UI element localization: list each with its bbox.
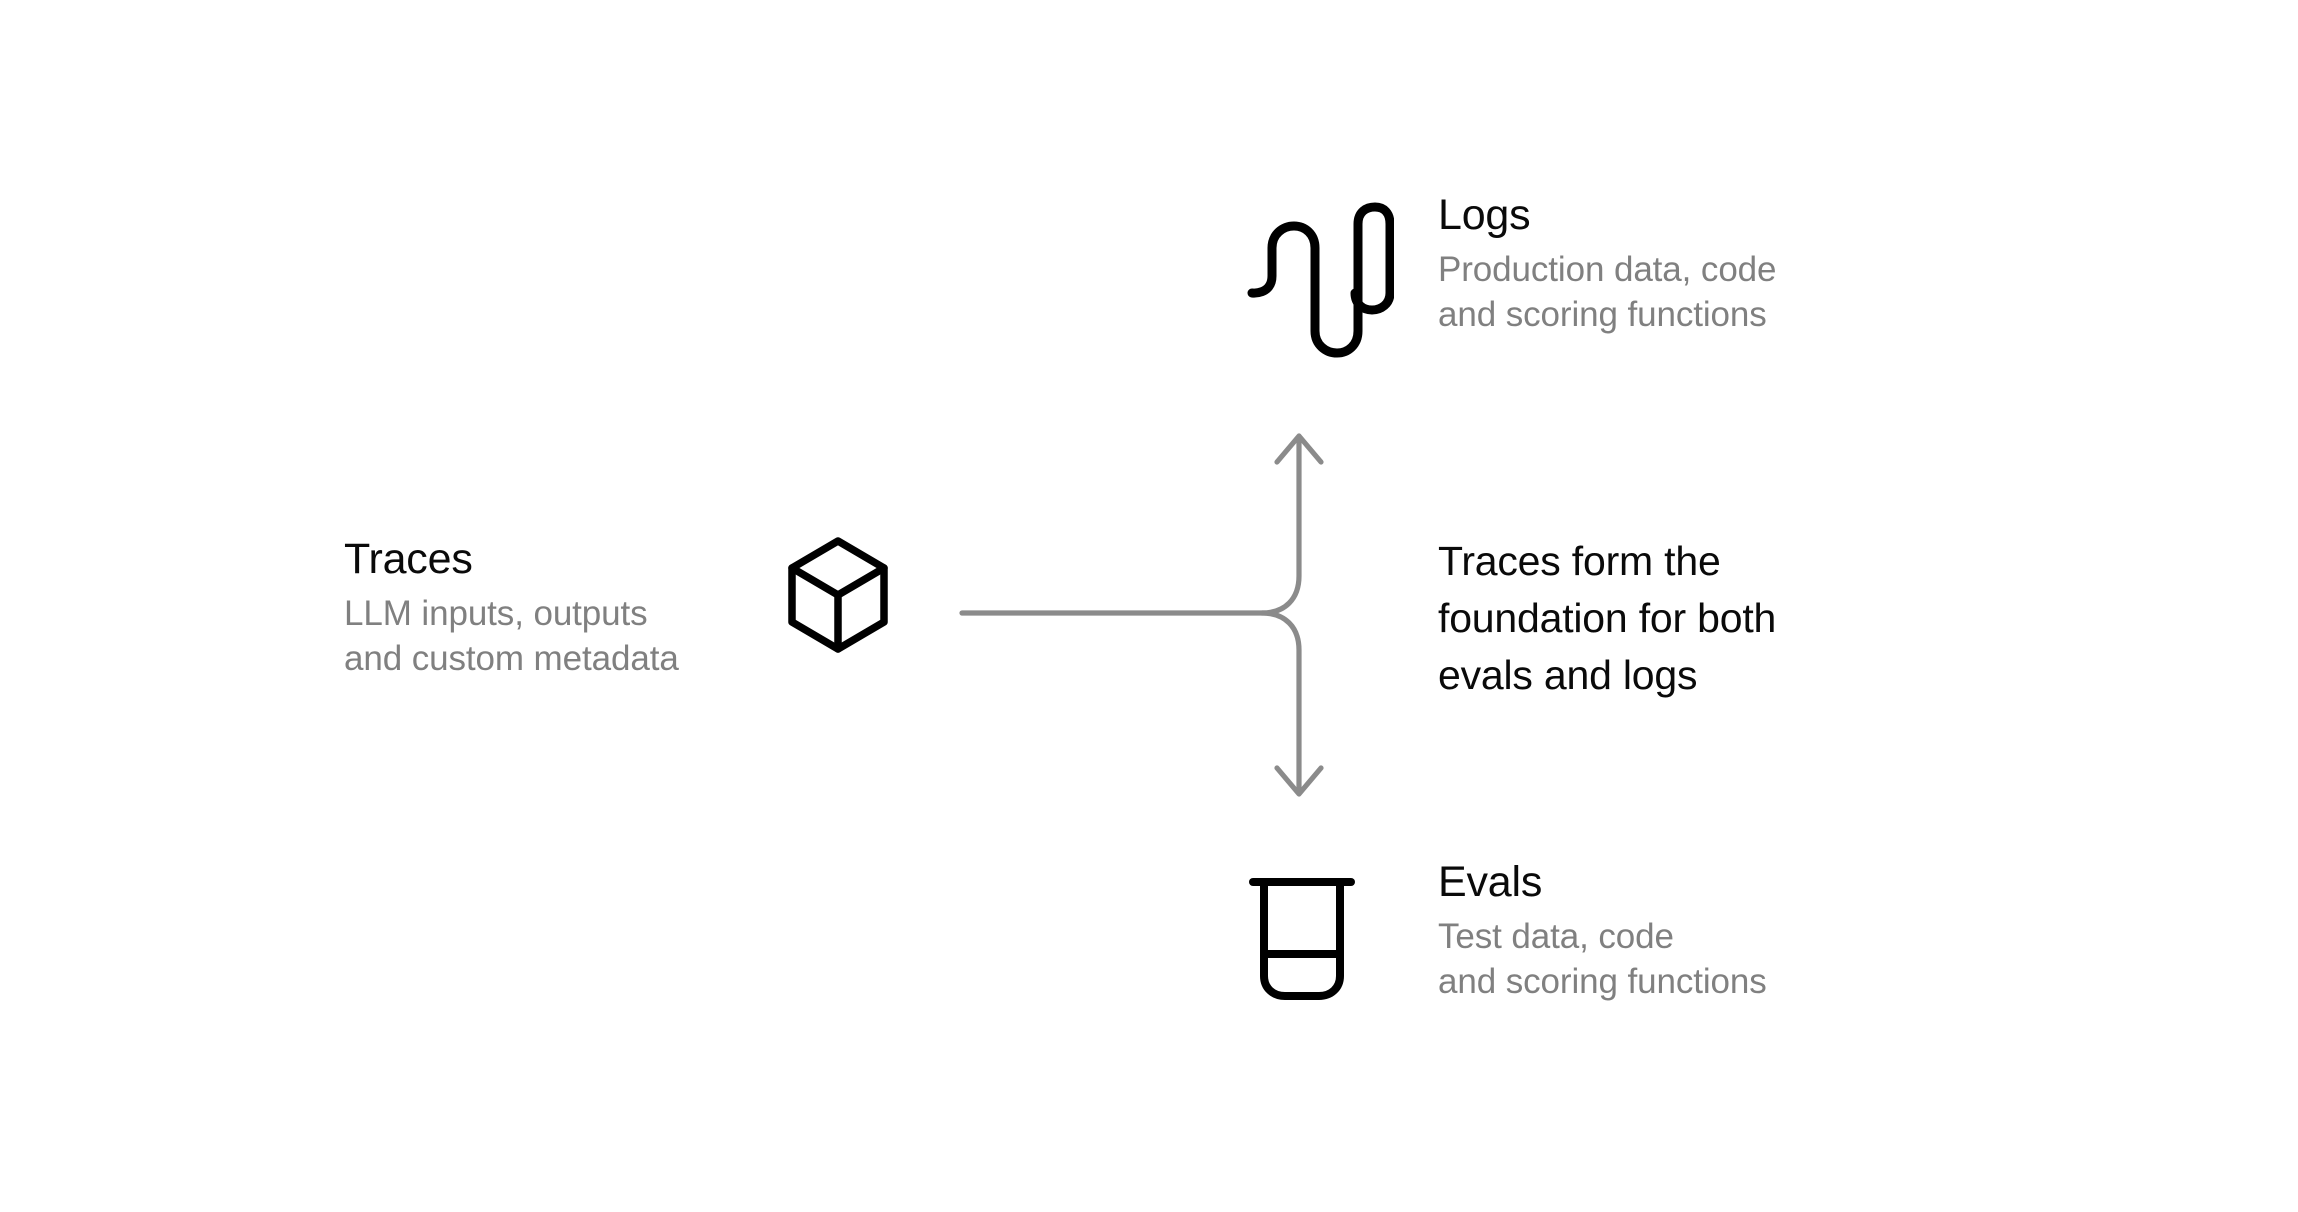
node-evals-subtitle: Test data, code and scoring functions [1438,915,1767,1005]
node-traces-title: Traces [344,535,473,583]
cube-icon [772,528,904,676]
connector-branch-down [1259,610,1302,793]
diagram-caption-line-2: foundation for both [1438,594,1777,641]
node-traces-subtitle-line-1: LLM inputs, outputs [344,594,648,634]
beaker-icon [1242,866,1362,1010]
connector-branch-up [959,437,1302,616]
diagram-caption-line-1: Traces form the [1438,538,1721,584]
node-evals: Evals Test data, code and scoring functi… [1438,859,1767,1005]
node-traces-subtitle-line-2: and custom metadata [344,639,679,679]
node-logs-title: Logs [1438,191,1531,239]
diagram-caption: Traces form the foundation for both eval… [1438,533,1776,704]
node-evals-title: Evals [1438,858,1543,906]
arrow-down-icon [1274,765,1324,797]
node-evals-subtitle-line-1: Test data, code [1438,917,1674,957]
node-traces: Traces LLM inputs, outputs and custom me… [344,536,679,682]
node-evals-subtitle-line-2: and scoring functions [1438,962,1767,1002]
node-traces-subtitle: LLM inputs, outputs and custom metadata [344,592,679,682]
node-logs-subtitle-line-2: and scoring functions [1438,295,1767,335]
node-logs: Logs Production data, code and scoring f… [1438,191,1777,338]
connector-split-arrow [940,410,1340,820]
node-logs-subtitle: Production data, code and scoring functi… [1438,248,1777,338]
node-logs-subtitle-line-1: Production data, code [1438,250,1777,290]
diagram-caption-line-3: evals and logs [1438,651,1698,698]
waveform-icon [1244,200,1395,360]
arrow-up-icon [1274,433,1324,465]
